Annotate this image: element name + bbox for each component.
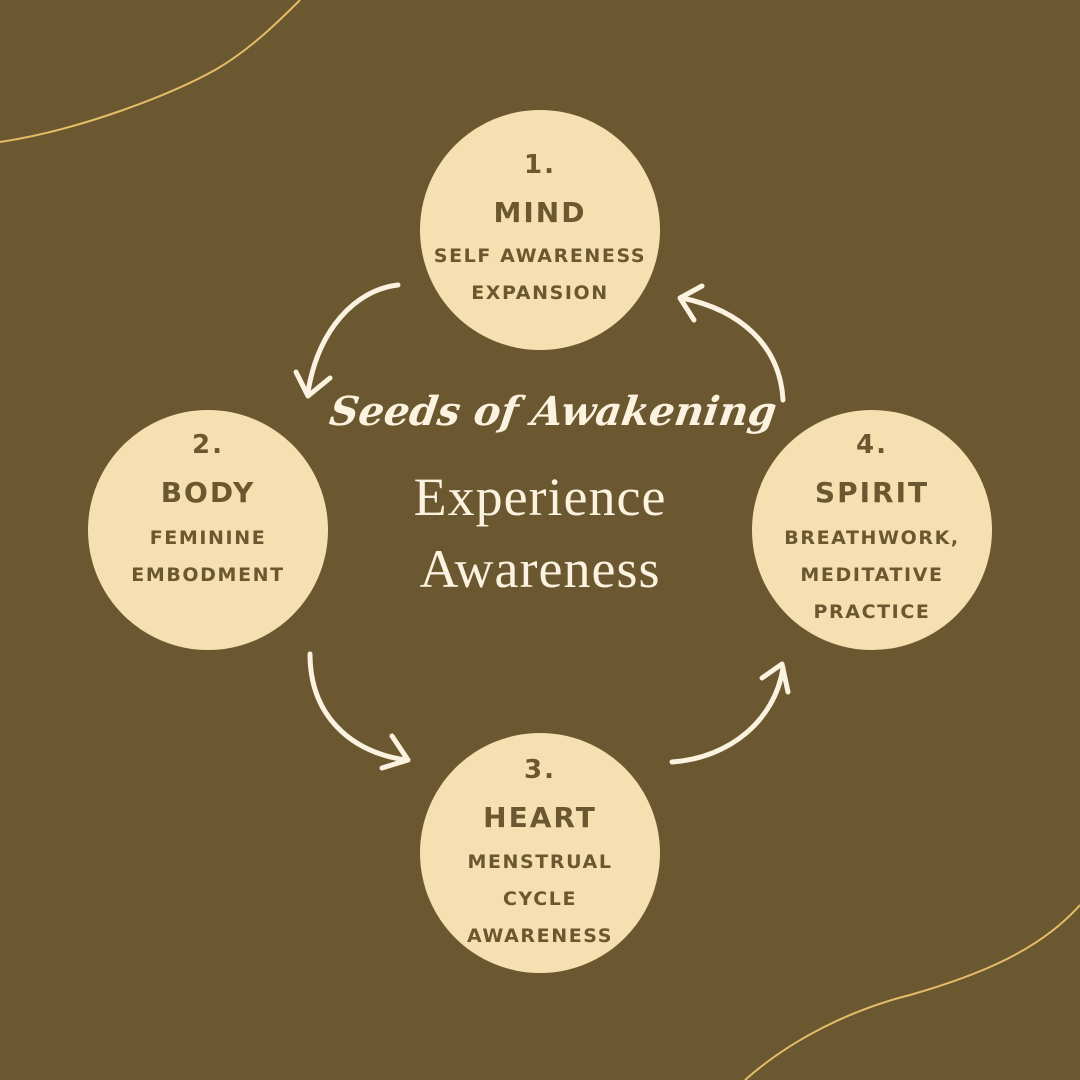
stage-title: MIND <box>493 196 587 229</box>
stage-description: MENSTRUAL CYCLE AWARENESS <box>420 844 660 955</box>
stage-title: BODY <box>160 476 256 509</box>
script-title: Seeds of Awakening <box>326 388 780 435</box>
stage-number: 2. <box>192 430 224 460</box>
description-line: AWARENESS <box>466 925 614 947</box>
stage-number: 4. <box>856 430 888 460</box>
description-line: MENSTRUAL <box>467 851 613 873</box>
description-line: EMBODMENT <box>131 564 285 586</box>
stage-number: 3. <box>524 755 556 785</box>
stage-description: SELF AWARENESS EXPANSION <box>420 238 660 312</box>
description-line: MEDITATIVE <box>800 564 944 586</box>
stage-number: 1. <box>524 150 556 180</box>
stage-title: SPIRIT <box>814 476 930 509</box>
top-left-curve <box>0 0 301 143</box>
main-title-line-2: Awareness <box>419 539 661 599</box>
description-line: EXPANSION <box>471 282 609 304</box>
description-line: PRACTICE <box>813 601 931 623</box>
stage-title: HEART <box>483 801 597 834</box>
description-line: BREATHWORK, <box>784 527 960 549</box>
stage-circle-heart: 3. HEART MENSTRUAL CYCLE AWARENESS <box>420 733 660 973</box>
description-line: SELF AWARENESS <box>433 245 647 267</box>
description-line: FEMININE <box>149 527 267 549</box>
stage-circle-mind: 1. MIND SELF AWARENESS EXPANSION <box>420 110 660 350</box>
stage-description: FEMININE EMBODMENT <box>88 520 328 594</box>
stage-circle-body: 2. BODY FEMININE EMBODMENT <box>88 410 328 650</box>
description-line: CYCLE <box>502 888 578 910</box>
stage-description: BREATHWORK, MEDITATIVE PRACTICE <box>752 520 992 631</box>
stage-circle-spirit: 4. SPIRIT BREATHWORK, MEDITATIVE PRACTIC… <box>752 410 992 650</box>
bottom-right-curve <box>744 904 1080 1080</box>
main-title-line-1: Experience <box>413 467 667 527</box>
